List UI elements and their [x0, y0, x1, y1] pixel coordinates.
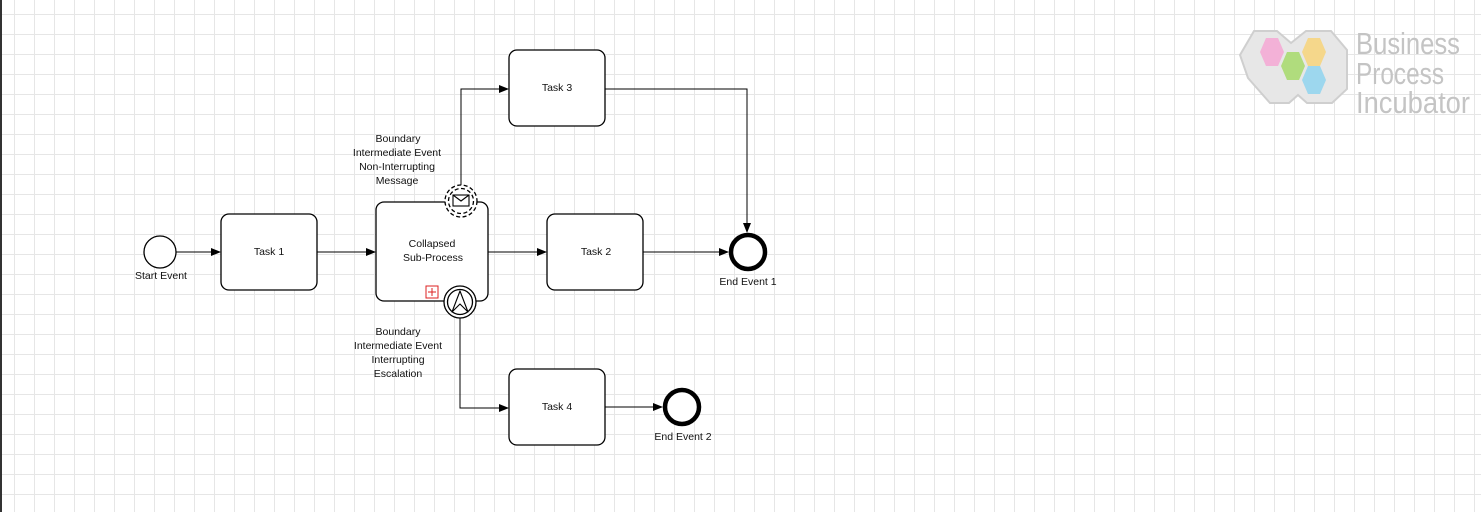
logo-hex-blue	[1302, 66, 1326, 94]
task-3[interactable]: Task 3	[508, 49, 606, 127]
flow-task3-to-end1[interactable]	[605, 88, 751, 233]
boundary-escalation-event[interactable]	[443, 285, 477, 319]
logo-hex-green	[1281, 52, 1305, 80]
svg-text:Interrupting: Interrupting	[371, 354, 424, 366]
logo-hex-yellow	[1302, 38, 1326, 66]
task-2[interactable]: Task 2	[546, 213, 644, 291]
task-4-label: Task 4	[542, 401, 573, 413]
end-event-1[interactable]	[728, 232, 768, 272]
end-event-2[interactable]	[662, 387, 702, 427]
flow-message-to-task3[interactable]	[460, 85, 509, 186]
logo-text-line2: Process	[1356, 56, 1444, 91]
end-event-2-label: End Event 2	[654, 431, 711, 443]
svg-text:Non-Interrupting: Non-Interrupting	[359, 161, 435, 173]
svg-text:Escalation: Escalation	[374, 368, 423, 380]
logo-text-line3: Incubator	[1356, 85, 1470, 120]
start-event-label: Start Event	[135, 270, 187, 282]
subprocess-label-line1: Collapsed	[409, 238, 456, 250]
svg-text:Boundary: Boundary	[376, 326, 422, 338]
boundary-message-event[interactable]	[444, 184, 478, 218]
task-1-label: Task 1	[254, 246, 285, 258]
logo-hex-pink	[1260, 38, 1284, 66]
svg-text:Intermediate Event: Intermediate Event	[354, 340, 442, 352]
logo-text-line1: Business	[1356, 26, 1460, 61]
boundary-message-label: Boundary Intermediate Event Non-Interrup…	[353, 133, 441, 187]
task-3-label: Task 3	[542, 82, 573, 94]
plus-marker-icon[interactable]	[425, 285, 439, 299]
subprocess-label-line2: Sub-Process	[403, 252, 463, 264]
svg-text:Message: Message	[376, 175, 419, 187]
collapsed-subprocess[interactable]: Collapsed Sub-Process	[375, 201, 489, 302]
start-event[interactable]	[143, 235, 177, 269]
task-2-label: Task 2	[581, 246, 612, 258]
task-4[interactable]: Task 4	[508, 368, 606, 446]
envelope-icon	[452, 194, 470, 207]
task-1[interactable]: Task 1	[220, 213, 318, 291]
boundary-escalation-label: Boundary Intermediate Event Interrupting…	[354, 326, 442, 380]
svg-text:Intermediate Event: Intermediate Event	[353, 147, 441, 159]
svg-text:Boundary: Boundary	[376, 133, 422, 145]
end-event-1-label: End Event 1	[719, 276, 776, 288]
bpi-logo: Business Process Incubator	[1238, 26, 1470, 120]
flow-escalation-to-task4[interactable]	[459, 318, 509, 412]
escalation-arrow-icon	[451, 290, 469, 313]
